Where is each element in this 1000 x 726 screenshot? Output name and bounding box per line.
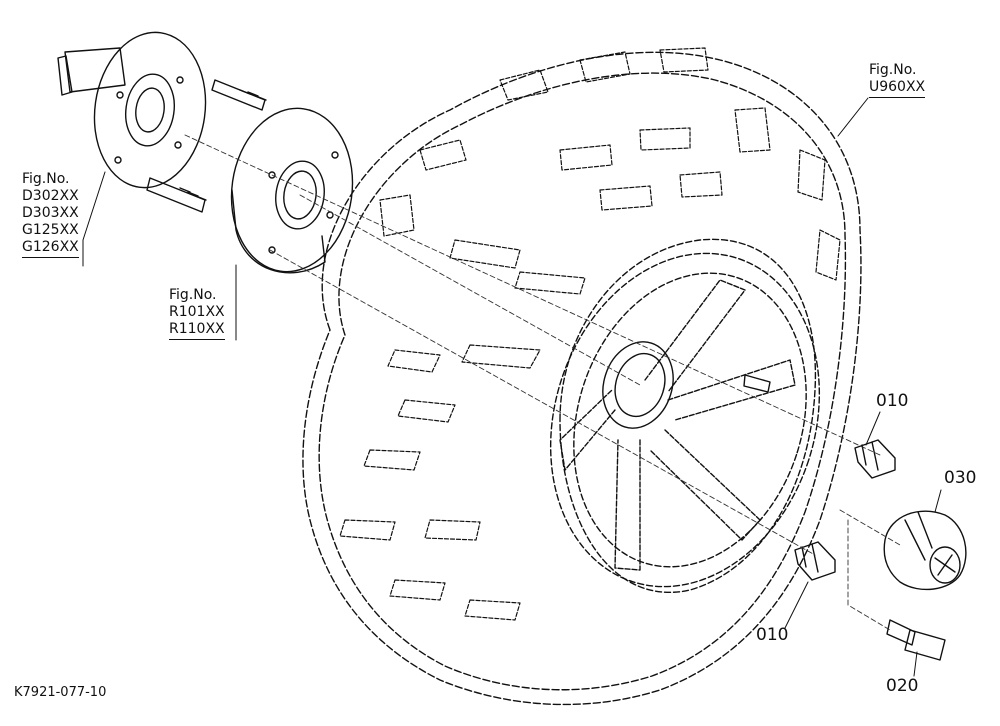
center-lines <box>184 134 901 631</box>
wheel-rim <box>549 252 821 588</box>
tire-fig-code: U960XX <box>869 79 926 98</box>
lug-nut-lower <box>794 541 836 581</box>
wheel-studs <box>146 79 267 213</box>
hub-fig-code: R110XX <box>169 321 225 340</box>
tire-fig-heading: Fig.No. <box>869 62 917 78</box>
axle-fig-code: D303XX <box>22 205 79 221</box>
axle-fig-heading: Fig.No. <box>22 171 70 187</box>
leader-lines <box>82 97 942 677</box>
part-number-nut-upper: 010 <box>876 391 909 411</box>
part-number-nut-lower: 010 <box>756 625 789 645</box>
hub-fig-code: R101XX <box>169 304 225 320</box>
tire <box>302 47 862 706</box>
center-cap <box>883 510 967 591</box>
axle-fig-code: G126XX <box>22 239 79 258</box>
axle-fig-code: D302XX <box>22 188 79 204</box>
axle-fig-callout: Fig.No. D302XX D303XX G125XX G126XX <box>22 171 79 258</box>
drawing-number: K7921-077-10 <box>14 685 107 700</box>
tire-fig-callout: Fig.No. U960XX <box>869 62 926 98</box>
wheel-hub <box>230 107 354 274</box>
hub-fig-heading: Fig.No. <box>169 287 217 303</box>
axle-fig-code: G125XX <box>22 222 79 238</box>
part-number-center-cap: 030 <box>944 468 977 488</box>
part-number-stud-bolt: 020 <box>886 676 919 696</box>
lug-nut-upper <box>854 439 896 479</box>
stud-bolt <box>886 619 946 661</box>
hub-fig-callout: Fig.No. R101XX R110XX <box>169 287 225 340</box>
axle-shaft <box>57 31 207 189</box>
